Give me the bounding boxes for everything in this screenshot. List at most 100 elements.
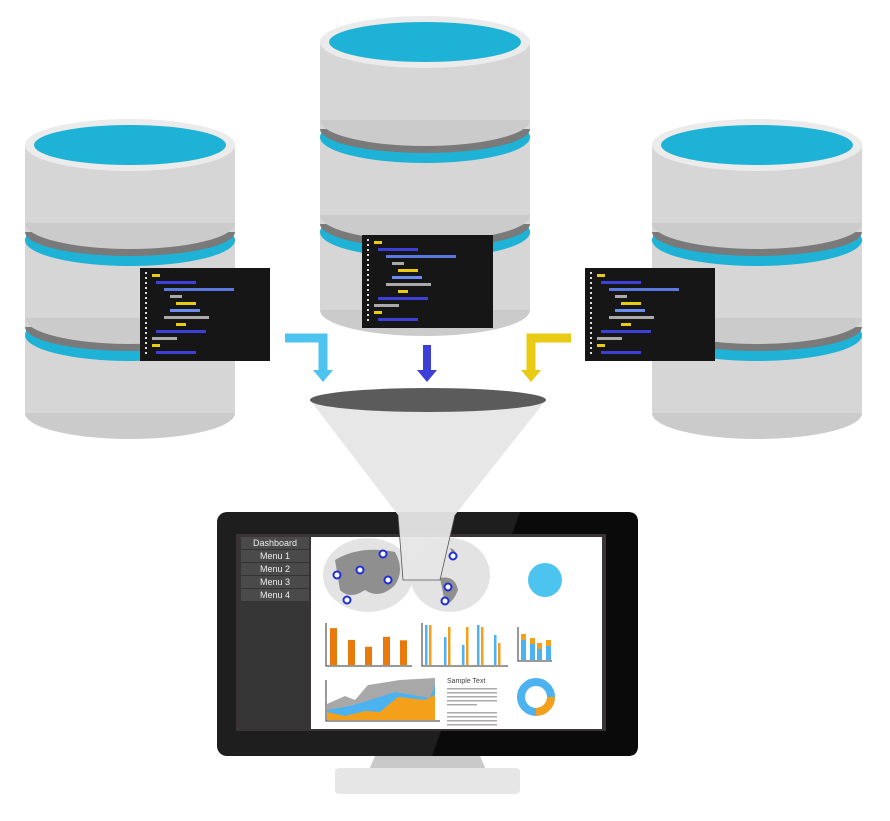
placeholder-text-line [447,692,497,694]
bar-orange [400,640,407,665]
code-line [615,295,627,298]
placeholder-text-line [447,712,497,714]
menu-item-1[interactable]: Menu 1 [241,550,309,563]
code-line [601,351,641,354]
code-line [597,274,605,277]
cylinder-top-blue [34,125,226,165]
location-pin-icon [440,596,450,606]
bar-orange [498,643,501,665]
arrow-blue-icon [423,345,431,371]
code-line [386,255,456,258]
monitor-neck [369,756,486,770]
stacked-bar-blue [530,644,535,660]
code-line [386,283,431,286]
chart-axes [517,627,552,662]
location-pin-icon [378,549,388,559]
code-panel-left [140,268,270,361]
code-line [378,318,418,321]
bar-orange [348,639,355,665]
code-line [378,297,428,300]
code-panel-right [585,268,715,361]
bar-blue [425,625,428,665]
code-line [156,351,196,354]
code-line [392,262,404,265]
code-line [374,311,382,314]
code-line [601,281,641,284]
menu-item-3[interactable]: Menu 3 [241,576,309,589]
code-line [164,288,234,291]
bar-orange [429,625,432,665]
bar-orange [365,646,372,665]
bar-blue [462,645,465,665]
code-line [621,302,641,305]
location-pin-icon [383,575,393,585]
funnel-opening [310,388,546,412]
arrowhead-yellow-icon [521,370,541,382]
code-line [170,309,200,312]
code-line [398,269,418,272]
code-line [398,290,408,293]
code-line [597,344,605,347]
code-line [392,276,422,279]
location-pin-icon [342,595,352,605]
code-line [176,323,186,326]
continents-left [335,549,400,595]
placeholder-text-line [447,696,497,698]
stacked-bar-orange [530,638,535,644]
menu-item-2[interactable]: Menu 2 [241,563,309,576]
code-line [152,337,177,340]
location-pin-icon [332,570,342,580]
code-line [170,295,182,298]
placeholder-text-line [447,688,497,690]
globe-icon [528,563,562,597]
placeholder-text-line [447,704,477,706]
cylinder-top-blue [661,125,853,165]
cylinder-top-blue [329,22,521,62]
code-line [609,288,679,291]
chart-axes [421,623,508,667]
code-line [374,241,382,244]
bar-orange [330,628,337,665]
code-panel-center [362,235,493,328]
code-line [156,330,206,333]
code-line [378,248,418,251]
code-line [164,316,209,319]
stacked-bar-orange [537,643,542,649]
stacked-bar-blue [521,640,526,660]
code-line [597,337,622,340]
menu-item-4[interactable]: Menu 4 [241,589,309,602]
location-pin-icon [443,582,453,592]
bar-blue [494,635,497,665]
donut-segment-orange [535,696,555,716]
location-pin-icon [355,565,365,575]
stacked-bar-orange [546,640,551,646]
code-line [601,330,651,333]
funnel [310,400,546,580]
placeholder-text-line [447,724,497,726]
code-line [176,302,196,305]
chart-axes [325,623,412,667]
code-line [152,274,160,277]
bar-orange [383,636,390,665]
arrow-yellow-icon [526,333,571,372]
stacked-bar-orange [521,634,526,640]
bar-orange [448,627,451,665]
code-line [609,316,654,319]
bar-orange [481,627,484,665]
placeholder-text-line [447,700,497,702]
code-line [374,304,399,307]
monitor-base [335,768,520,794]
menu-dashboard[interactable]: Dashboard [241,537,309,550]
sample-text-heading: Sample Text [447,678,486,685]
bar-blue [444,637,447,665]
location-pin-icon [448,551,458,561]
funnel-neck-outline [397,514,456,581]
stacked-bar-blue [537,649,542,660]
bar-blue [477,625,480,665]
placeholder-text-line [447,720,497,722]
area-orange [327,695,435,720]
stacked-bar-blue [546,646,551,660]
code-line [615,309,645,312]
chart-axes [325,680,440,722]
